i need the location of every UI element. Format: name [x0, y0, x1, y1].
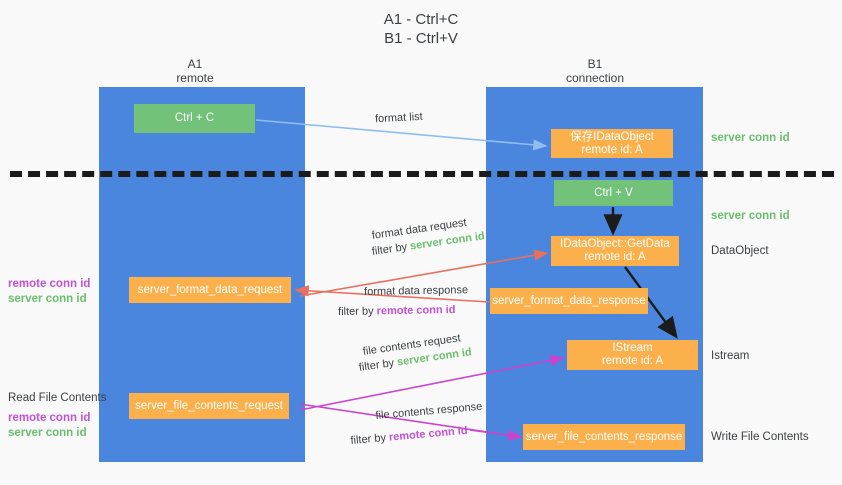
label-read-file-contents: Read File Contents: [8, 392, 107, 404]
box-save-idataobject-line1: 保存IDataObject: [570, 130, 654, 143]
box-server-format-data-request[interactable]: server_format_data_request: [129, 277, 291, 303]
dashed-divider: [10, 171, 834, 177]
box-istream-line2: remote id: A: [601, 355, 664, 367]
label-format-data-response-filter: filter by remote conn id: [338, 303, 456, 319]
box-istream[interactable]: IStream remote id: A: [567, 340, 698, 370]
box-idataobject-getdata[interactable]: IDataObject::GetData remote id: A: [551, 236, 679, 266]
arrow-file-contents-request: [299, 354, 565, 411]
column-header-b1-role: connection: [565, 71, 625, 85]
filter-prefix-4: filter by: [350, 431, 390, 447]
label-left-conn-ids-1: remote conn id server conn id: [8, 277, 98, 307]
page-title: A1 - Ctrl+C B1 - Ctrl+V: [0, 10, 842, 48]
box-server-file-contents-response-label: server_file_contents_response: [525, 430, 683, 443]
label-dataobject: DataObject: [711, 245, 769, 257]
label-server-conn-id-mid: server conn id: [711, 210, 790, 222]
filter-prefix-2: filter by: [338, 305, 377, 318]
box-server-format-data-request-label: server_format_data_request: [137, 283, 283, 296]
box-ctrl-v[interactable]: Ctrl + V: [554, 180, 673, 206]
column-header-a1-role: remote: [176, 71, 214, 85]
column-header-a1-name: A1: [187, 57, 203, 71]
label-format-data-response: format data response: [364, 284, 469, 298]
title-line-2: B1 - Ctrl+V: [384, 30, 458, 47]
box-server-format-data-response-label: server_format_data_response: [492, 294, 646, 307]
box-save-idataobject-line2: remote id: A: [581, 143, 643, 156]
title-line-1: A1 - Ctrl+C: [383, 11, 459, 28]
box-ctrl-c-label: Ctrl + C: [174, 112, 215, 124]
label-remote-conn-id-1: remote conn id: [8, 278, 91, 290]
label-server-conn-id-left-1: server conn id: [8, 293, 87, 305]
box-getdata-line2: remote id: A: [584, 251, 646, 263]
arrow-format-data-request: [299, 249, 549, 297]
label-format-list: format list: [374, 110, 423, 126]
box-ctrl-c[interactable]: Ctrl + C: [134, 104, 255, 133]
box-server-file-contents-request[interactable]: server_file_contents_request: [129, 393, 289, 419]
box-istream-line1: IStream: [612, 342, 653, 354]
box-getdata-line1: IDataObject::GetData: [560, 238, 670, 250]
column-header-a1: A1 remote: [130, 57, 260, 85]
arrow-format-list: [255, 119, 548, 151]
column-header-b1-name: B1: [587, 57, 603, 71]
box-server-format-data-response[interactable]: server_format_data_response: [490, 288, 648, 314]
arrow-format-data-response: [294, 285, 490, 303]
label-server-conn-id-top: server conn id: [711, 132, 790, 144]
label-server-conn-id-left-2: server conn id: [8, 427, 87, 439]
box-server-file-contents-request-label: server_file_contents_request: [135, 399, 283, 412]
box-save-idataobject[interactable]: 保存IDataObject remote id: A: [551, 129, 673, 158]
arrow-getdata-to-istream: [624, 266, 678, 339]
filter-value-remote-conn-id-1: remote conn id: [376, 303, 456, 318]
label-istream: Istream: [711, 350, 750, 362]
label-left-conn-ids-2: remote conn id server conn id: [8, 411, 98, 441]
box-server-file-contents-response[interactable]: server_file_contents_response: [523, 424, 685, 450]
box-ctrl-v-label: Ctrl + V: [594, 186, 633, 199]
arrow-file-contents-response-head: [469, 429, 523, 441]
column-header-b1: B1 connection: [530, 57, 660, 85]
label-write-file-contents: Write File Contents: [711, 431, 809, 443]
label-remote-conn-id-2: remote conn id: [8, 412, 91, 424]
